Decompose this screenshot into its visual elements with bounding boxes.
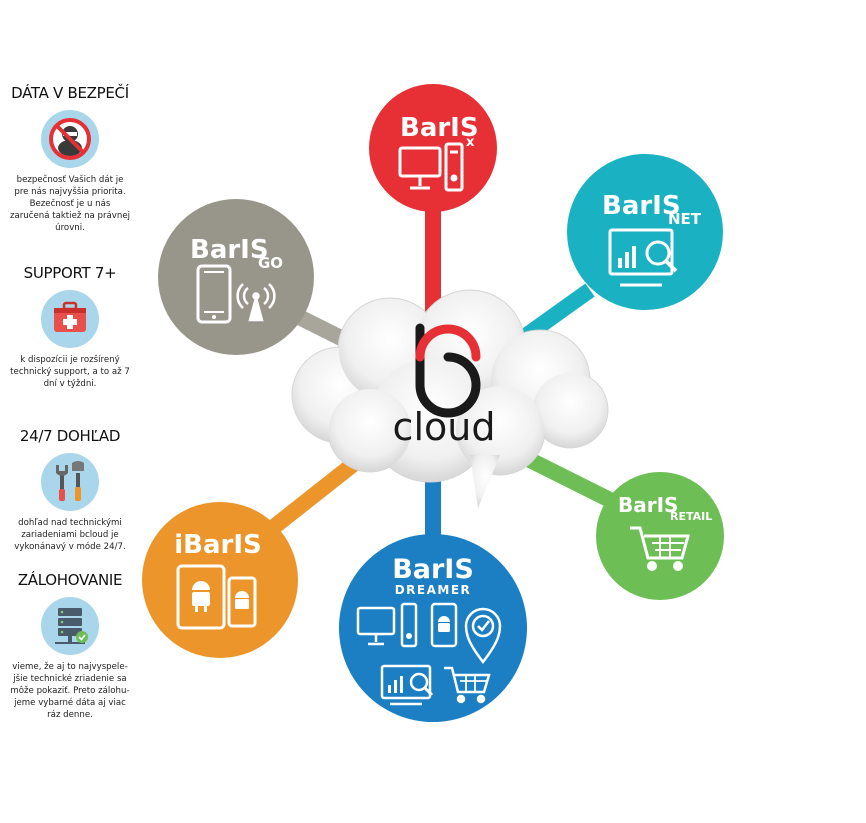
node-title: BarIS bbox=[602, 191, 681, 221]
shopping-cart-icon bbox=[630, 526, 690, 571]
node-barisretail[interactable]: BarIS RETAIL bbox=[596, 472, 724, 600]
node-subscript: GO bbox=[258, 254, 283, 272]
tools-icon bbox=[41, 453, 99, 511]
node-barisgo[interactable]: BarIS GO bbox=[158, 199, 314, 355]
node-barisdreamer[interactable]: BarIS DREAMER bbox=[339, 534, 527, 722]
phone-android-icon bbox=[227, 576, 257, 628]
node-subscript: RETAIL bbox=[670, 510, 712, 523]
node-title: iBarIS bbox=[174, 530, 262, 560]
feature-title: DÁTA V BEZPEČÍ bbox=[11, 84, 129, 102]
desktop-computer-icon bbox=[398, 142, 464, 192]
connector-ibaris bbox=[265, 448, 370, 537]
node-subtitle: DREAMER bbox=[395, 583, 472, 597]
connector-barisretail bbox=[516, 447, 614, 508]
logo-word: cloud bbox=[393, 405, 496, 449]
feature-text: vieme, že aj to najvyspele-jšie technick… bbox=[10, 662, 130, 720]
bcloud-logo: cloud bbox=[393, 323, 496, 449]
node-subscript: NET bbox=[668, 210, 702, 228]
node-ibaris[interactable]: iBarIS bbox=[142, 502, 298, 658]
feature-text: dohľad nad technickými zariadeniami bclo… bbox=[14, 518, 126, 552]
desktop-computer-icon bbox=[356, 602, 418, 648]
node-title: BarIS bbox=[400, 113, 479, 143]
analytics-monitor-icon bbox=[608, 228, 678, 287]
feature-title: 24/7 DOHĽAD bbox=[19, 427, 121, 445]
shopping-cart-icon bbox=[444, 666, 491, 704]
feature-text: k dispozícii je rozšírený technický supp… bbox=[10, 355, 130, 389]
feature-title: SUPPORT 7+ bbox=[23, 264, 117, 282]
server-backup-icon bbox=[41, 597, 99, 655]
feature-data-security: DÁTA V BEZPEČÍ bezpečnosť Vašich dát je … bbox=[0, 84, 140, 234]
node-subscript: x bbox=[466, 135, 475, 150]
mobile-device-icon bbox=[196, 264, 232, 324]
node-title: BarIS bbox=[618, 493, 678, 517]
feature-monitoring: 24/7 DOHĽAD dohľad nad technickými zaria… bbox=[0, 427, 140, 553]
location-check-icon bbox=[464, 607, 502, 665]
feature-title: ZÁLOHOVANIE bbox=[17, 571, 123, 589]
node-title: BarIS bbox=[392, 554, 474, 585]
feature-backup: ZÁLOHOVANIE vieme, že aj to najvyspele-j… bbox=[0, 571, 140, 721]
signal-tower-icon bbox=[236, 283, 276, 322]
no-thief-icon bbox=[41, 110, 99, 168]
analytics-monitor-icon bbox=[380, 664, 434, 706]
feature-support: SUPPORT 7+ k dispozícii je rozšírený tec… bbox=[0, 264, 140, 390]
tablet-android-icon bbox=[176, 564, 226, 630]
node-barisx[interactable]: BarIS x bbox=[369, 84, 497, 212]
node-title: BarIS bbox=[190, 235, 269, 265]
node-barisnet[interactable]: BarIS NET bbox=[567, 154, 723, 310]
first-aid-kit-icon bbox=[41, 290, 99, 348]
feature-text: bezpečnosť Vašich dát je pre nás najvyšš… bbox=[9, 175, 131, 233]
phone-android-icon bbox=[430, 602, 458, 648]
